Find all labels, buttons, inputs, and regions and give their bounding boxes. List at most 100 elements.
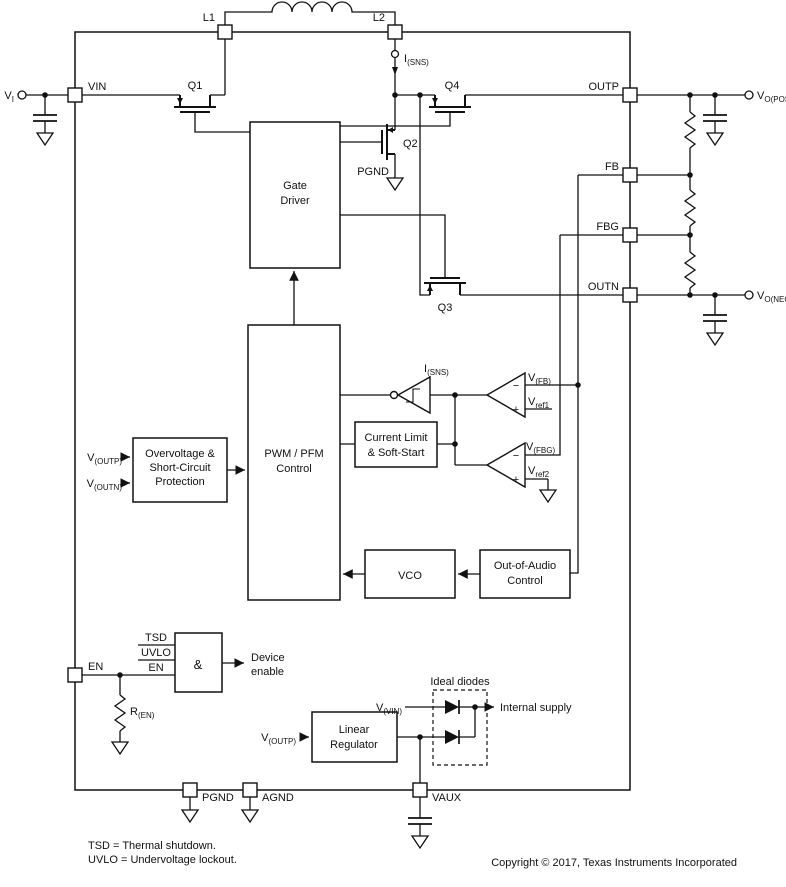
label-vref2-base: V [528,465,536,477]
pin-fbg [622,227,638,243]
out-of-audio-box [479,549,571,599]
junction [575,382,581,388]
q2-body [381,124,395,160]
ground-icon [180,809,200,824]
ground-icon [35,132,55,147]
pin-label-en: EN [88,661,103,673]
block-and-gate: & [174,632,223,693]
ground-icon [110,741,130,756]
label-vfb-sub: (FB) [535,377,551,386]
ovp-label: Overvoltage & [145,448,215,460]
chip-boundary [74,31,631,791]
label-vvin: V(VIN) [376,702,402,716]
label-vvin-sub: (VIN) [383,707,402,716]
pin-label-l1: L1 [203,12,215,24]
diode-icon [445,700,459,714]
block-pwm-pfm: PWM / PFM Control [247,324,341,601]
junction [417,92,423,98]
label-vref1-base: V [528,396,536,408]
mosfet-q3: Q3 [424,277,466,314]
label-ideal-diodes: Ideal diodes [430,676,490,688]
resistors [113,111,697,732]
pin-label-agnd: AGND [262,792,294,804]
block-linear-regulator: Linear Regulator [311,711,398,763]
q1-body [174,95,216,113]
amp-minus-sign: − [513,380,519,392]
ground-icon [410,835,430,850]
gate-driver-label: Gate [283,180,307,192]
resistor-mid-divider [683,189,697,227]
mosfet-q4: Q4 [429,80,471,113]
pin-label-vin: VIN [88,81,106,93]
vco-label: VCO [398,570,422,582]
out-of-audio-label: Out-of-Audio [494,560,556,572]
label-vvin-base: V [376,702,384,714]
pin-outp [622,87,638,103]
outn-capacitor [703,314,727,322]
junction [712,92,718,98]
label-vfbg: V(FBG) [526,441,555,455]
label-vref1: Vref1 [528,396,550,410]
and-gate-box [174,632,223,693]
label-vopos-sub: O(POS) [764,95,786,104]
junction [117,672,123,678]
ground-icon [538,489,558,504]
outp-capacitor [703,114,727,122]
pin-label-fb: FB [605,161,619,173]
voneg-terminal [744,290,754,300]
q2-arrow [388,127,393,133]
hysteresis-icon [406,388,420,403]
junction [472,704,478,710]
label-voutn-prot-sub: (OUTN) [94,483,122,492]
label-en-signal: EN [148,662,163,674]
label-vref2-sub: ref2 [535,470,549,479]
ideal-diodes-box [432,689,488,766]
junction [687,172,693,178]
hysteresis-comparator [389,375,431,415]
footnote-tsd: TSD = Thermal shutdown. [88,840,216,852]
pin-label-fbg: FBG [596,221,619,233]
q4-arrow [432,98,438,104]
ground-symbols [35,132,725,850]
junction [687,92,693,98]
ground-icon [705,332,725,347]
label-device-enable: enable [251,666,284,678]
label-internal-supply: Internal supply [500,702,572,714]
mosfet-q2: Q2 [381,124,418,160]
vi-terminal [17,90,27,100]
gate-driver-box [249,121,341,269]
comparator-bubble [389,390,399,400]
junction [392,92,398,98]
pwm-box [247,324,341,601]
label-voutp-reg-base: V [261,732,269,744]
pins [67,24,638,798]
label-voutp-prot: V(OUTP) [87,452,122,466]
current-arrow-icon [392,67,398,75]
pin-l2 [387,24,403,40]
pin-fb [622,167,638,183]
pin-vaux [412,782,428,798]
mosfet-q1: Q1 [174,80,216,113]
pin-label-pgnd: PGND [202,792,234,804]
label-isns-top: I(SNS) [404,53,429,67]
label-ren-base: R [130,706,138,718]
label-vi-sub: I [12,95,14,104]
pwm-label: Control [276,463,311,475]
label-isns-top-base: I [404,53,407,65]
copyright-text: Copyright © 2017, Texas Instruments Inco… [491,857,737,869]
ground-icon [240,809,260,824]
q3-arrow [427,285,433,291]
label-vfb-base: V [528,372,536,384]
block-out-of-audio: Out-of-Audio Control [479,549,571,599]
label-vfbg-sub: (FBG) [533,446,555,455]
label-vfb: V(FB) [528,372,551,386]
label-vref1-sub: ref1 [535,401,549,410]
current-probe-icon [390,49,400,59]
pin-labels: L1 L2 VIN OUTP FB FBG OUTN EN PGND AGND … [88,12,619,804]
label-isns-comp-sub: (SNS) [427,368,449,377]
label-vi: VI [4,90,14,104]
current-limit-label: & Soft-Start [368,447,425,459]
junction [712,292,718,298]
capacitors [33,114,727,825]
